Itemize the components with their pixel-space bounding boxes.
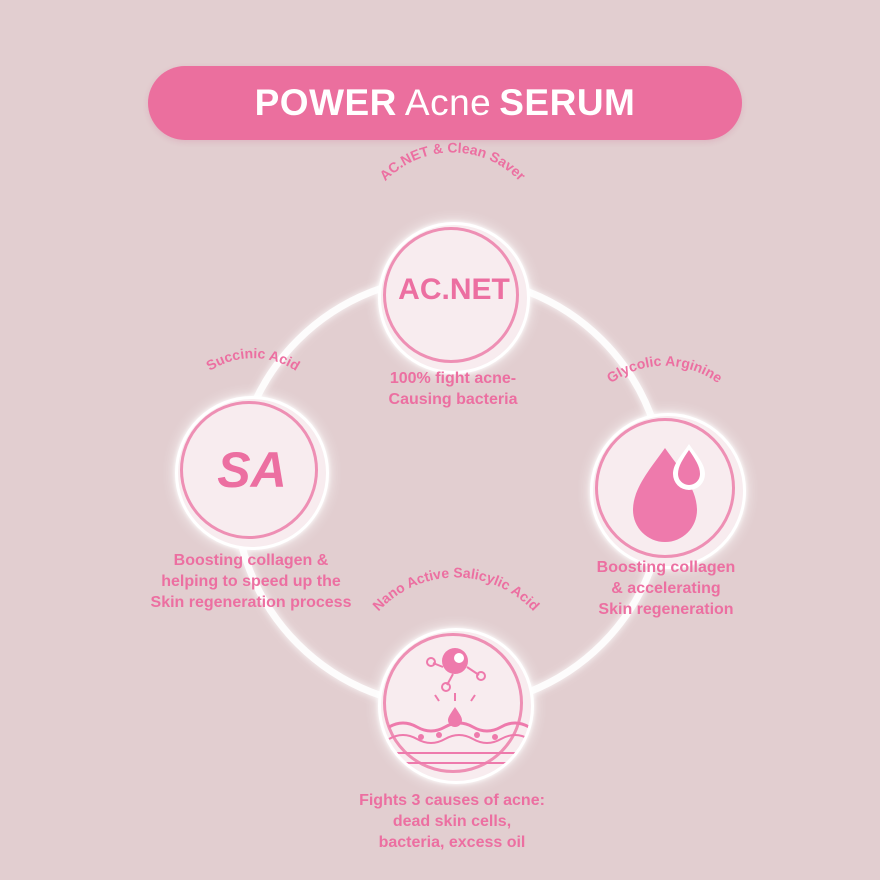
desc-acnet: 100% fight acne- Causing bacteria bbox=[355, 368, 551, 410]
desc-glycolic: Boosting collagen & accelerating Skin re… bbox=[572, 557, 760, 620]
node-acnet-ring bbox=[383, 227, 519, 363]
desc-glycolic-line3: Skin regeneration bbox=[598, 601, 734, 618]
desc-salicylic-line3: bacteria, excess oil bbox=[378, 834, 526, 851]
title-acne: Acne bbox=[404, 82, 492, 123]
title-power: POWER bbox=[254, 82, 397, 123]
title-banner: POWER Acne SERUM bbox=[148, 66, 742, 140]
node-acnet: AC.NET bbox=[378, 222, 530, 374]
desc-salicylic: Fights 3 causes of acne: dead skin cells… bbox=[325, 790, 579, 853]
node-salicylic bbox=[378, 628, 534, 784]
water-drops-icon bbox=[633, 444, 705, 542]
node-succinic: SA bbox=[175, 396, 329, 550]
node-glycolic-ring bbox=[595, 418, 735, 558]
desc-salicylic-line2: dead skin cells, bbox=[392, 813, 512, 830]
node-succinic-ring bbox=[180, 401, 318, 539]
node-glycolic bbox=[590, 413, 746, 569]
acnet-badge: AC.NET bbox=[398, 273, 510, 306]
desc-glycolic-line1: Boosting collagen bbox=[596, 559, 736, 576]
title-serum: SERUM bbox=[499, 82, 636, 123]
sa-badge: SA bbox=[217, 442, 287, 498]
label-top: AC.NET & Clean Saver bbox=[376, 139, 529, 183]
desc-acnet-line2: Causing bacteria bbox=[388, 391, 518, 408]
desc-salicylic-line1: Fights 3 causes of acne: bbox=[359, 792, 545, 809]
skin-pore-molecule-icon bbox=[388, 648, 530, 764]
desc-acnet-line1: 100% fight acne- bbox=[389, 370, 517, 387]
desc-succinic-line1: Boosting collagen & bbox=[173, 552, 329, 569]
node-salicylic-ring bbox=[383, 633, 523, 773]
desc-succinic-line3: Skin regeneration process bbox=[150, 594, 352, 611]
desc-succinic-line2: helping to speed up the bbox=[161, 573, 341, 590]
desc-glycolic-line2: & accelerating bbox=[611, 580, 721, 597]
label-bottom: Nano Active Salicylic Acid bbox=[369, 564, 543, 613]
desc-succinic: Boosting collagen & helping to speed up … bbox=[118, 550, 384, 613]
